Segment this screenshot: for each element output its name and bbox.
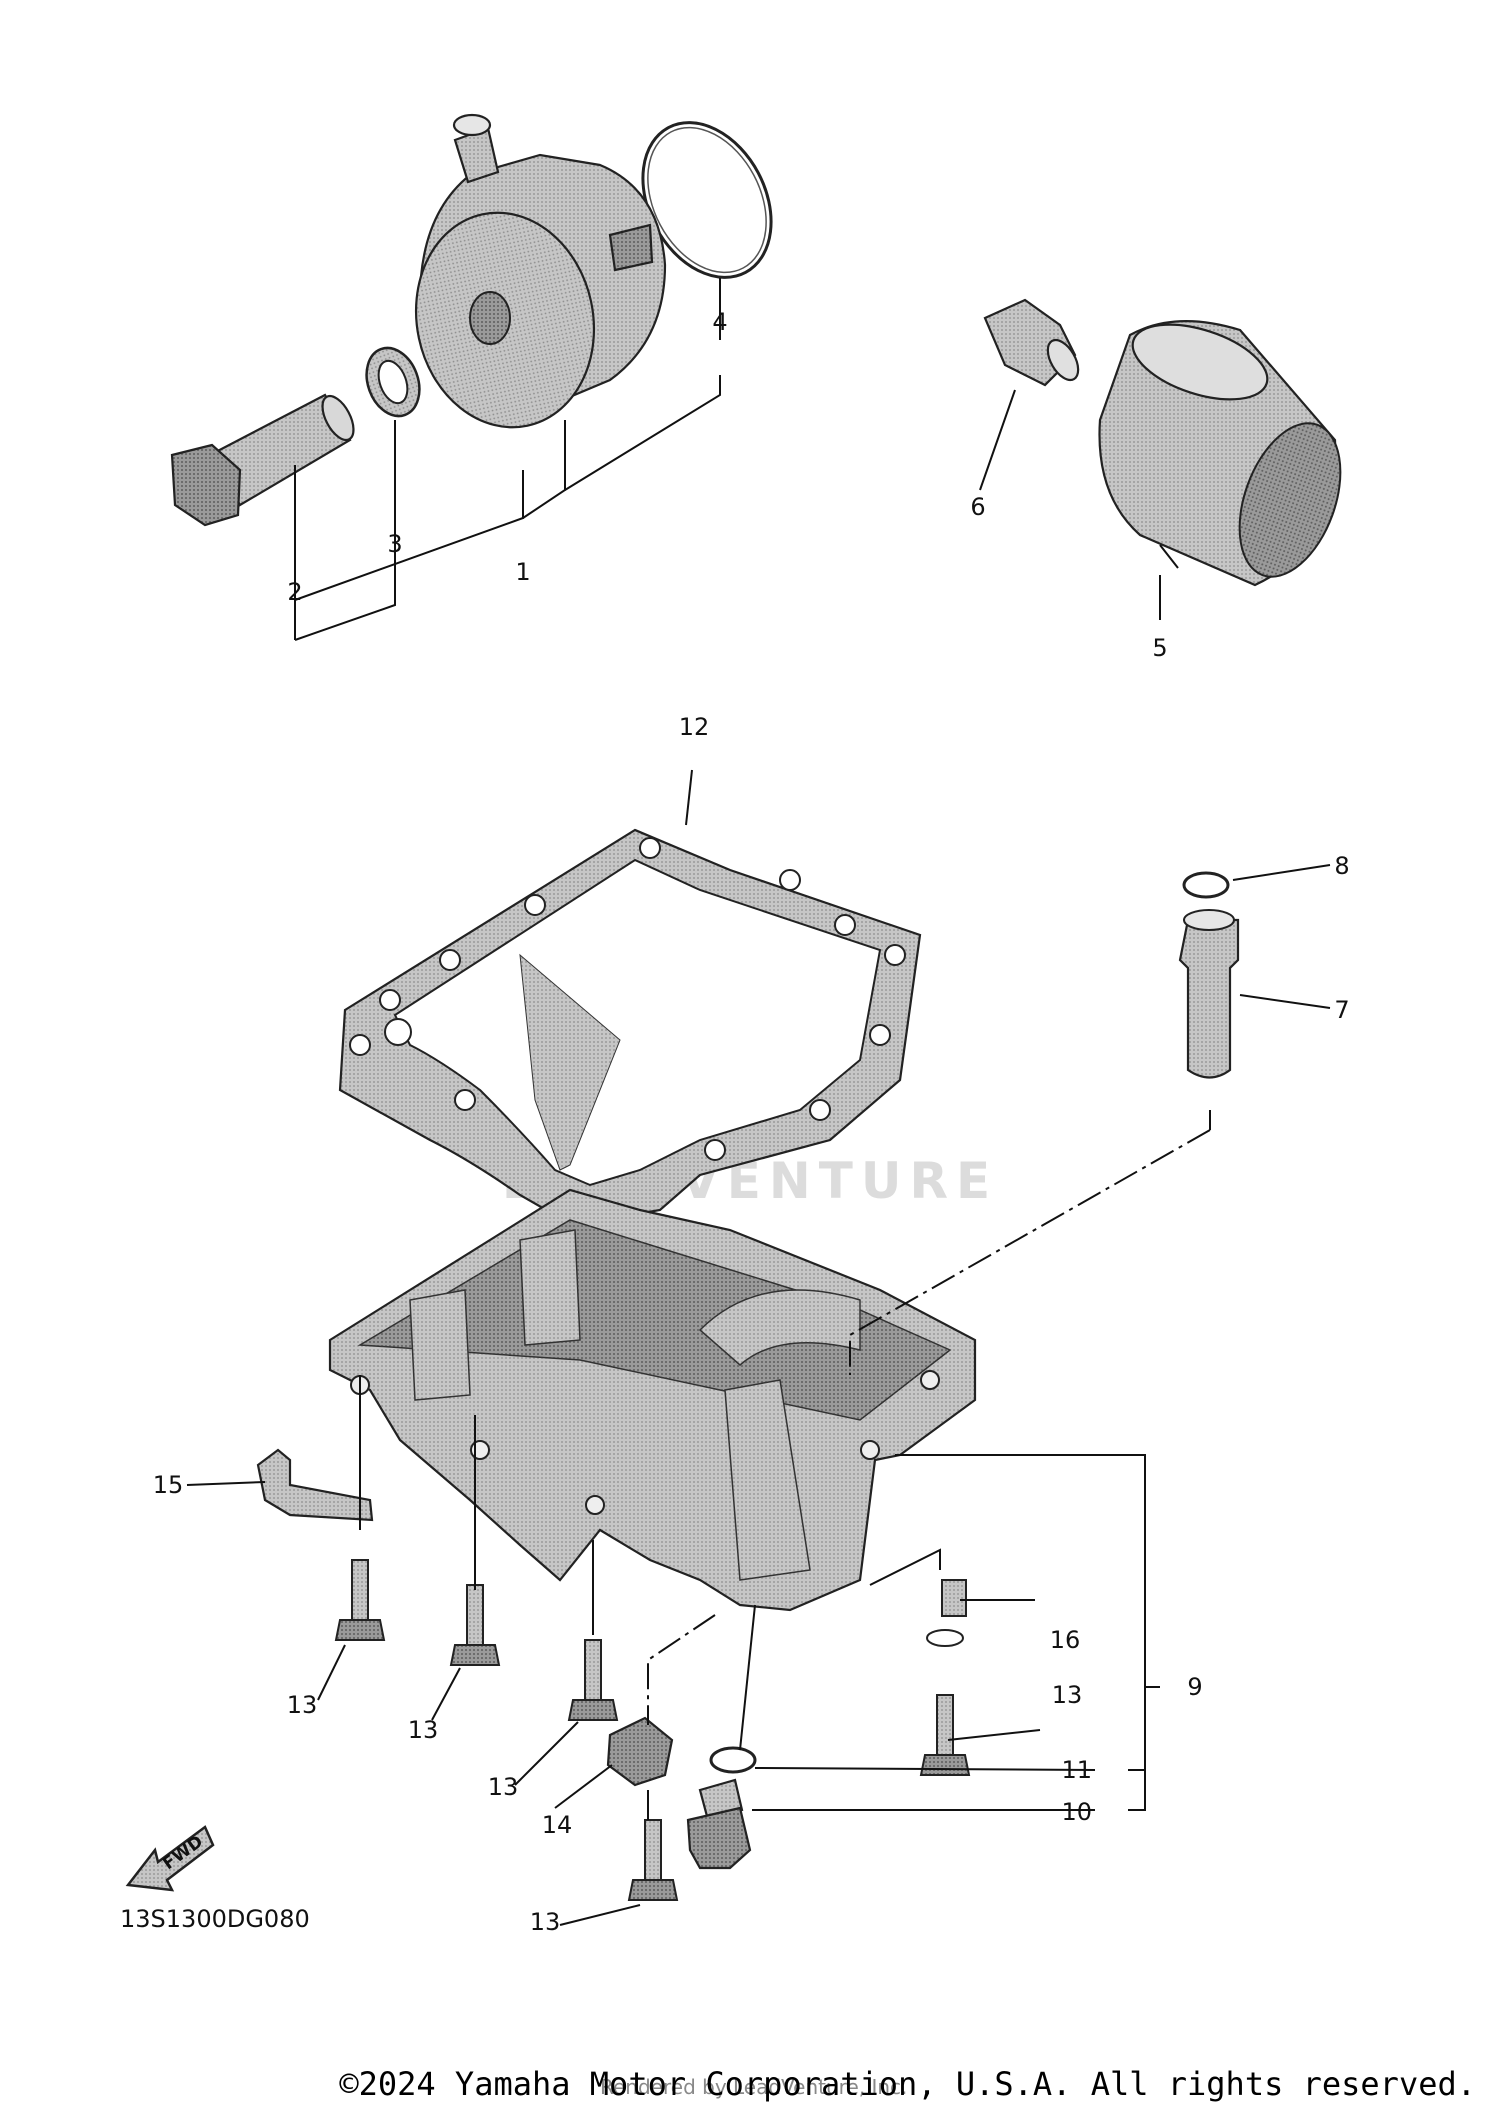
oil-pan [328,1188,977,1612]
callout-12: 12 [679,713,710,741]
callout-11: 11 [1061,1756,1092,1784]
callout-1: 1 [515,558,530,586]
bolt-13e [919,1694,971,1776]
callout-13b: 13 [408,1716,439,1744]
drain-gasket [709,1746,757,1774]
callout-13d: 13 [530,1908,561,1936]
copyright-notice: ©2024 Yamaha Motor Corporation, U.S.A. A… [339,2065,1476,2103]
bolt-13b [449,1584,501,1666]
callout-5: 5 [1152,634,1167,662]
fwd-arrow: FWD [125,1825,215,1892]
callout-13a: 13 [287,1691,318,1719]
bolt-13c [567,1639,619,1721]
callout-10: 10 [1061,1798,1092,1826]
callout-15: 15 [153,1471,184,1499]
leader-lines [186,278,1331,1926]
cap-14 [606,1716,674,1787]
rendered-by-text: Rendered by LeadVenture, Inc. [600,2075,908,2099]
oil-filter [1098,320,1342,587]
pipe-fitting [983,298,1080,387]
drain-bolt [686,1778,752,1870]
drawing-code: 13S1300DG080 [120,1905,310,1933]
callout-9: 9 [1187,1673,1202,1701]
callout-13e: 13 [1052,1681,1083,1709]
bolt-13a [334,1559,386,1641]
dowel-pin [926,1579,967,1647]
small-o-ring [1182,871,1230,899]
bracket [256,1448,374,1522]
callout-4: 4 [712,308,727,336]
strainer-collar [1178,909,1240,1079]
callout-14: 14 [542,1811,573,1839]
oil-cooler [414,113,667,429]
callout-13c: 13 [488,1773,519,1801]
callout-3: 3 [387,530,402,558]
callout-16: 16 [1050,1626,1081,1654]
callout-labels: 1 2 3 4 5 6 7 8 9 10 11 12 13 13 13 13 1… [153,308,1350,1936]
bolt-13d [627,1819,679,1901]
callout-8: 8 [1334,852,1349,880]
callout-7: 7 [1334,996,1349,1024]
oil-pan-gasket [338,828,922,1227]
callout-6: 6 [970,493,985,521]
callout-2: 2 [287,578,302,606]
union-bolt [170,393,355,527]
